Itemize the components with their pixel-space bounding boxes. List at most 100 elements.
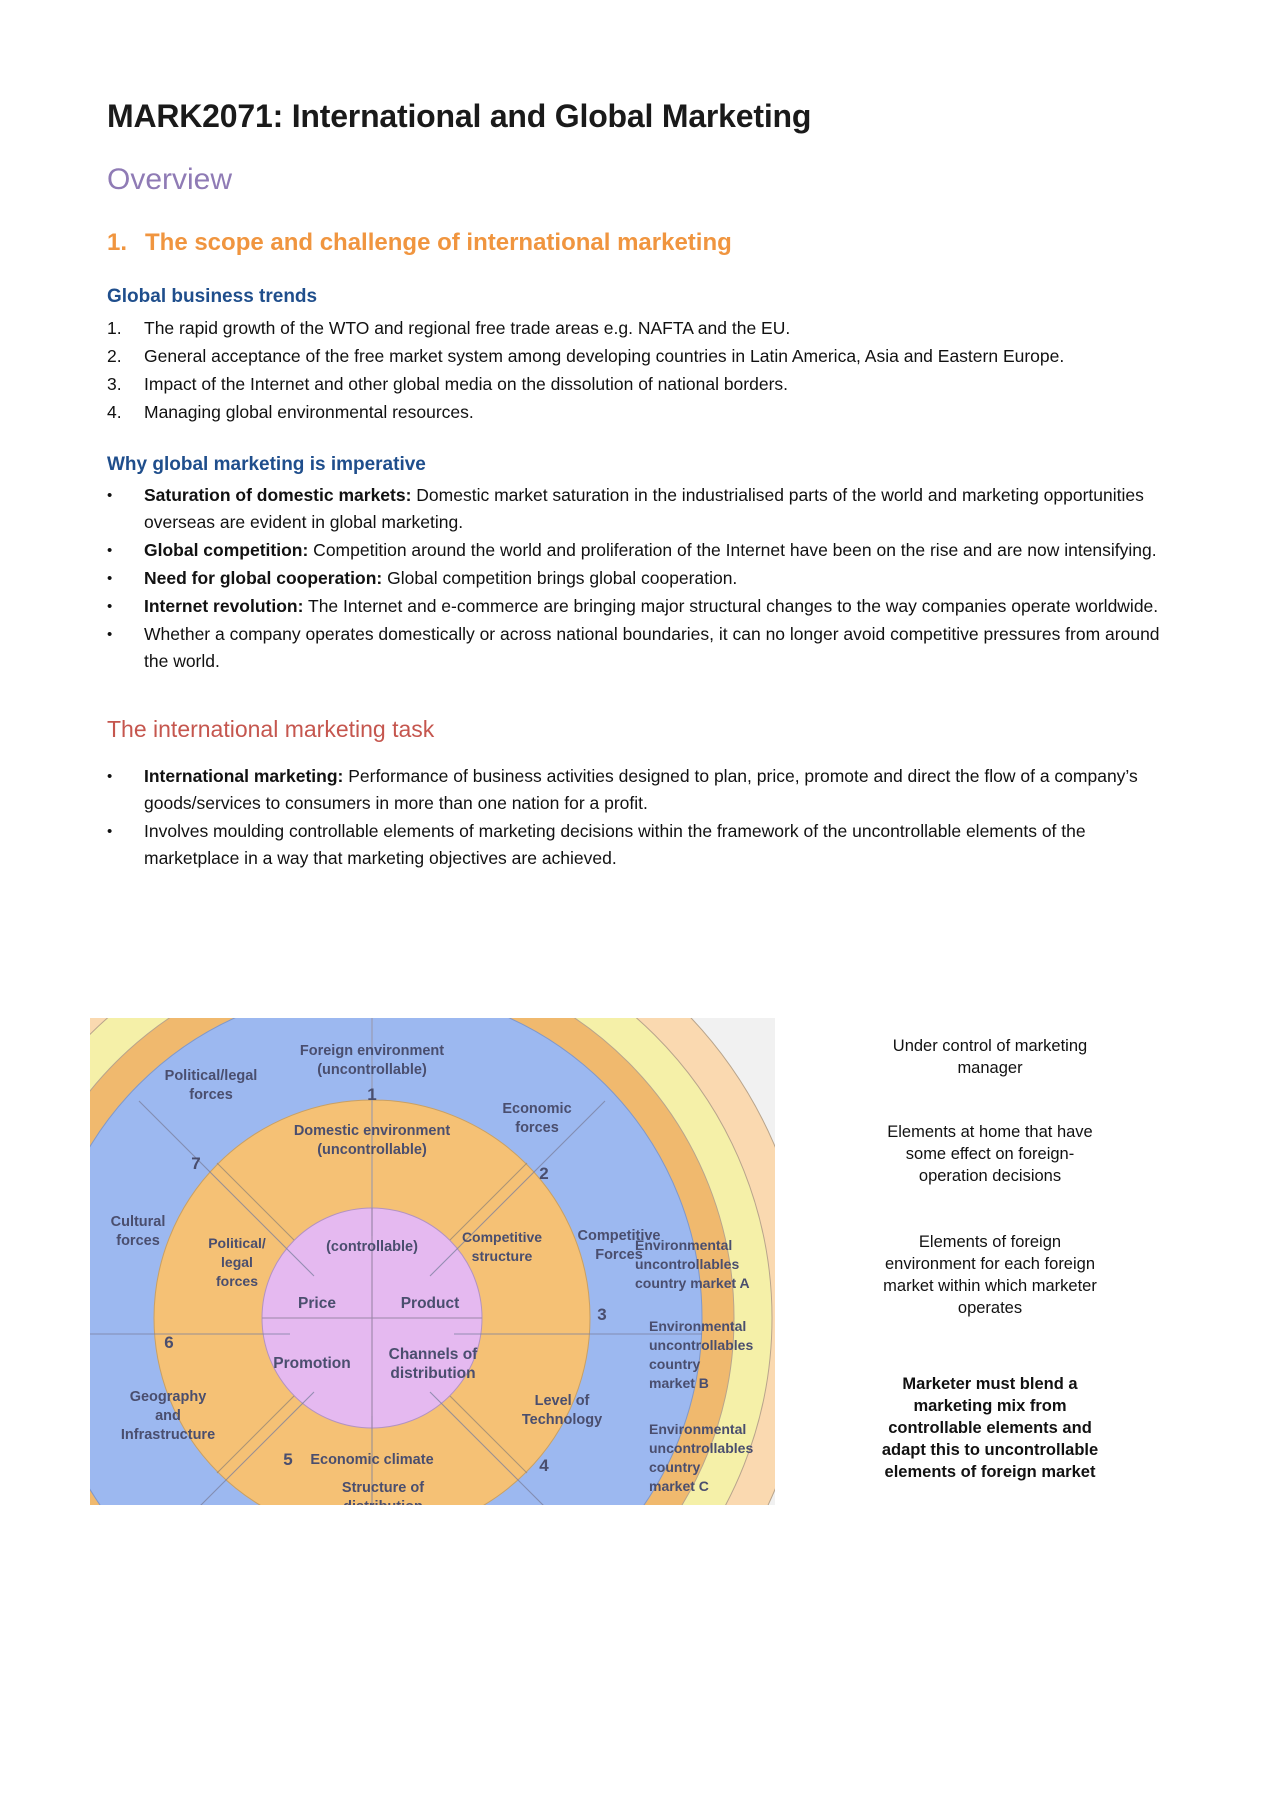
list-item-text: Internet revolution: The Internet and e-… [144,596,1159,617]
label-foreign-force-7-number: 7 [191,1154,200,1173]
list-item-text: The rapid growth of the WTO and regional… [144,317,791,338]
label-country-market-c-line4: market C [649,1478,709,1494]
label-foreign-force-2-line2: forces [515,1120,559,1136]
list-item: • Saturation of domestic markets: Domesti… [107,482,1175,536]
label-foreign-force-7-line1: Cultural [111,1214,166,1230]
list-item-text: Managing global environmental resources. [144,401,474,422]
label-foreign-force-6-line3: Infrastructure [121,1427,215,1443]
label-product: Product [401,1295,460,1312]
label-foreign-force-5-line2: distribution [343,1499,423,1505]
label-foreign-force-1-number: 1 [367,1085,376,1104]
bullet-marker: • [107,598,113,616]
list-item-text: International marketing: Performance of … [144,766,1138,814]
label-foreign-force-3-line1: Competitive [578,1228,661,1244]
label-channels-line2: distribution [390,1365,475,1382]
label-competitive-structure-line2: structure [472,1248,533,1264]
list-item-lead: International marketing: [144,766,344,787]
list-item-number: 2. [107,345,122,366]
label-country-market-a-line3: country market A [635,1275,750,1291]
marketing-task-heading: The international marketing task [107,716,435,743]
label-foreign-force-4-number: 4 [539,1456,549,1475]
label-foreign-force-7-line2: forces [116,1233,160,1249]
list-item-text: Involves moulding controllable elements … [144,821,1086,869]
annotation-line: elements of foreign market [884,1463,1096,1481]
section-1-number: 1. [107,229,128,256]
why-global-list: • Saturation of domestic markets: Domesti… [107,482,1175,675]
annotation-line: Marketer must blend a [902,1375,1078,1393]
label-country-market-b-line1: Environmental [649,1318,746,1334]
bullet-marker: • [107,626,113,644]
label-channels-line1: Channels of [389,1346,479,1363]
list-item-number: 1. [107,317,122,338]
label-foreign-force-3-line2: Forces [595,1247,643,1263]
label-foreign-force-4-line2: Technology [522,1412,602,1428]
label-foreign-force-5-number: 5 [283,1450,292,1469]
annotation-1: Under control of marketing manager [820,1035,1160,1079]
annotation-line: Under control of marketing [892,1037,1088,1055]
international-marketing-task-diagram: Foreign environment (uncontrollable) 1 D… [90,1018,775,1505]
list-item: •Whether a company operates domestically… [107,621,1175,675]
label-country-market-c-line2: uncontrollables [649,1440,753,1456]
label-domestic-political-legal-line2: legal [221,1254,253,1270]
list-item-text: Global competition: Competition around t… [144,540,1157,561]
label-country-market-c-line1: Environmental [649,1421,746,1437]
label-controllable: (controllable) [326,1239,418,1255]
bullet-marker: • [107,542,113,560]
label-country-market-b-line2: uncontrollables [649,1337,753,1353]
overview-heading: Overview [107,163,233,196]
label-foreign-environment-line1: Foreign environment [300,1043,444,1059]
why-global-heading: Why global marketing is imperative [107,453,426,475]
global-business-trends-list: 1. The rapid growth of the WTO and region… [107,315,1175,426]
annotation-line: manager [957,1059,1023,1077]
list-item: •Need for global cooperation: Global com… [107,565,1175,592]
label-foreign-force-6-line1: Geography [130,1389,207,1405]
list-item-lead: Global competition: [144,540,309,561]
list-item-text: Saturation of domestic markets: Domestic… [144,485,1144,533]
domestic-ring-spokes [216,1162,528,1474]
list-item: 4. Managing global environmental resource… [107,399,1175,426]
label-foreign-force-6-line2: and [155,1408,181,1424]
global-business-trends-heading: Global business trends [107,286,318,307]
bullet-marker: • [107,768,113,786]
list-item: • Involves moulding controllable elements… [107,818,1175,872]
list-item: • International marketing: Performance of… [107,763,1175,817]
list-item-number: 4. [107,401,122,422]
label-foreign-force-8-line1: Political/legal [165,1068,258,1084]
label-domestic-environment-line2: (uncontrollable) [317,1142,427,1158]
figure-block: Foreign environment (uncontrollable) 1 D… [90,1015,1190,1805]
list-item-text: Impact of the Internet and other global … [144,373,789,394]
list-item-lead: Saturation of domestic markets: [144,485,412,506]
bullet-marker: • [107,823,113,841]
annotation-line: controllable elements and [888,1419,1092,1437]
label-foreign-force-2-line1: Economic [502,1101,571,1117]
list-item: 3.Impact of the Internet and other globa… [107,371,1175,398]
bullet-marker: • [107,487,113,505]
list-item: • Internet revolution: The Internet and e… [107,593,1175,620]
label-country-market-c-line3: country [649,1459,701,1475]
annotation-line: market within which marketer [883,1277,1097,1295]
section-1-title: The scope and challenge of international… [145,229,732,256]
label-competitive-structure-line1: Competitive [462,1229,542,1245]
annotation-line: Elements at home that have [887,1123,1093,1141]
label-country-market-a-line1: Environmental [635,1237,732,1253]
annotation-line: operation decisions [918,1167,1062,1185]
label-foreign-environment-line2: (uncontrollable) [317,1062,427,1078]
bullet-marker: • [107,570,113,588]
label-foreign-force-2-number: 2 [539,1164,548,1183]
annotation-line: adapt this to uncontrollable [881,1441,1099,1459]
list-item: • Global competition: Competition around … [107,537,1175,564]
label-domestic-political-legal-line1: Political/ [208,1235,266,1251]
label-foreign-force-6-number: 6 [164,1333,173,1352]
label-domestic-political-legal-line3: forces [216,1273,258,1289]
list-item: 2.General acceptance of the free market … [107,343,1175,370]
label-domestic-environment-line1: Domestic environment [294,1123,450,1139]
label-price: Price [298,1295,336,1312]
page-title: MARK2071: International and Global Marke… [107,98,812,134]
diagram-svg: Foreign environment (uncontrollable) 1 D… [90,1018,775,1505]
label-country-market-b-line3: country [649,1356,701,1372]
